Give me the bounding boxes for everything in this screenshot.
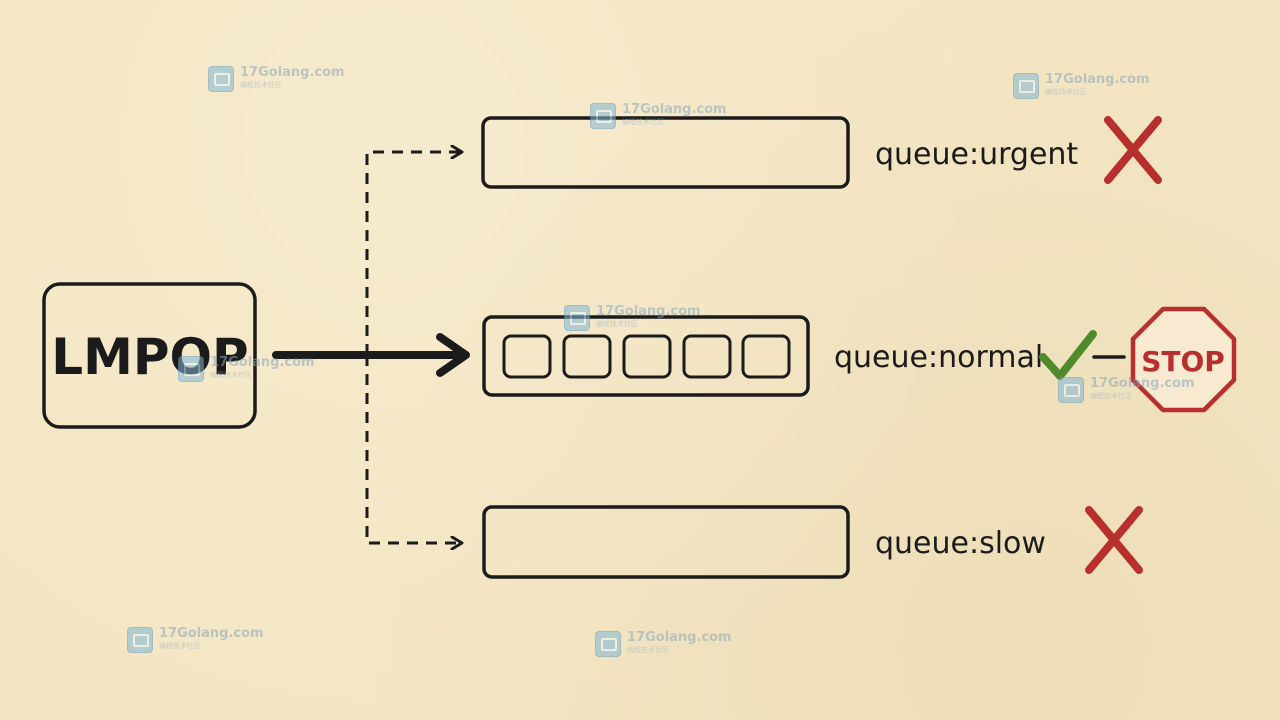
watermark-site: 17Golang.com xyxy=(627,630,732,645)
queue-element xyxy=(502,334,552,379)
watermark-subtitle: 编程技术社区 xyxy=(622,118,664,126)
stop-sign-icon: STOP xyxy=(1130,306,1237,413)
watermark-subtitle: 编程技术社区 xyxy=(1090,392,1132,400)
queue-element xyxy=(562,334,612,379)
watermark-logo-icon xyxy=(590,103,616,129)
watermark-site: 17Golang.com xyxy=(240,65,345,80)
watermark-site: 17Golang.com xyxy=(622,102,727,117)
watermark-site: 17Golang.com xyxy=(1045,72,1150,87)
watermark-site: 17Golang.com xyxy=(596,304,701,319)
watermark-site: 17Golang.com xyxy=(210,355,315,370)
watermark-subtitle: 编程技术社区 xyxy=(596,320,638,328)
watermark-logo-icon xyxy=(208,66,234,92)
watermark-logo-icon xyxy=(1058,377,1084,403)
lmpop-command-label: LMPOP xyxy=(51,328,248,386)
queue-normal-elements xyxy=(502,334,791,379)
queue-slow-box xyxy=(482,505,850,579)
watermark-logo-icon xyxy=(595,631,621,657)
watermark-logo-icon xyxy=(127,627,153,653)
queue-element xyxy=(682,334,732,379)
watermark-logo-icon xyxy=(564,305,590,331)
queue-normal-label: queue:normal xyxy=(834,340,1043,375)
dashed-branch-arrows xyxy=(365,152,462,543)
queue-slow: queue:slow xyxy=(482,505,1143,579)
queue-urgent-label: queue:urgent xyxy=(875,137,1078,172)
stop-sign-label: STOP xyxy=(1141,345,1225,378)
watermark-logo-icon xyxy=(178,356,204,382)
lmpop-command-box: LMPOP xyxy=(42,282,257,429)
watermark-subtitle: 编程技术社区 xyxy=(1045,88,1087,96)
watermark-subtitle: 编程技术社区 xyxy=(210,371,252,379)
queue-element xyxy=(622,334,672,379)
queue-normal-box xyxy=(482,315,810,397)
watermark-site: 17Golang.com xyxy=(159,626,264,641)
cross-icon xyxy=(1104,116,1162,184)
queue-normal: queue:normal STOP xyxy=(482,306,1237,413)
queue-slow-label: queue:slow xyxy=(875,526,1046,561)
watermark-subtitle: 编程技术社区 xyxy=(240,81,282,89)
cross-icon xyxy=(1085,506,1143,574)
queue-element xyxy=(741,334,791,379)
queue-urgent-box xyxy=(481,116,850,189)
watermark-logo-icon xyxy=(1013,73,1039,99)
check-icon xyxy=(1039,330,1097,380)
watermark-subtitle: 编程技术社区 xyxy=(159,642,201,650)
watermark-site: 17Golang.com xyxy=(1090,376,1195,391)
queue-urgent: queue:urgent xyxy=(481,116,1162,189)
watermark-subtitle: 编程技术社区 xyxy=(627,646,669,654)
